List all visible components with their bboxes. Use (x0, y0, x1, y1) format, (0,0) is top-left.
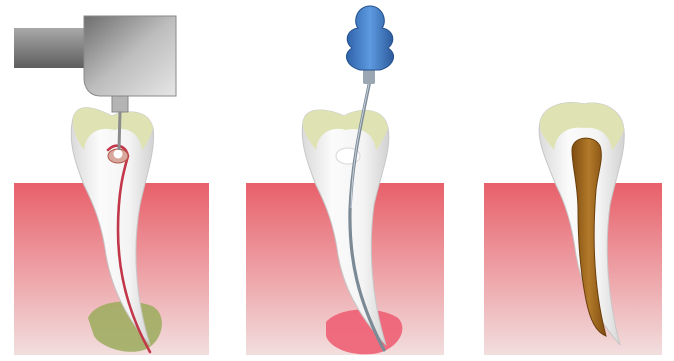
access-opening (114, 150, 123, 159)
drill-chuck (112, 96, 128, 112)
drill-bur (119, 112, 120, 150)
panel-3-filled (484, 103, 662, 355)
panel-1-drilling (14, 16, 209, 355)
panel-2-cleaning (246, 6, 444, 355)
file-handle (346, 6, 393, 70)
drill-neck (14, 28, 84, 68)
drill-head (84, 16, 176, 96)
